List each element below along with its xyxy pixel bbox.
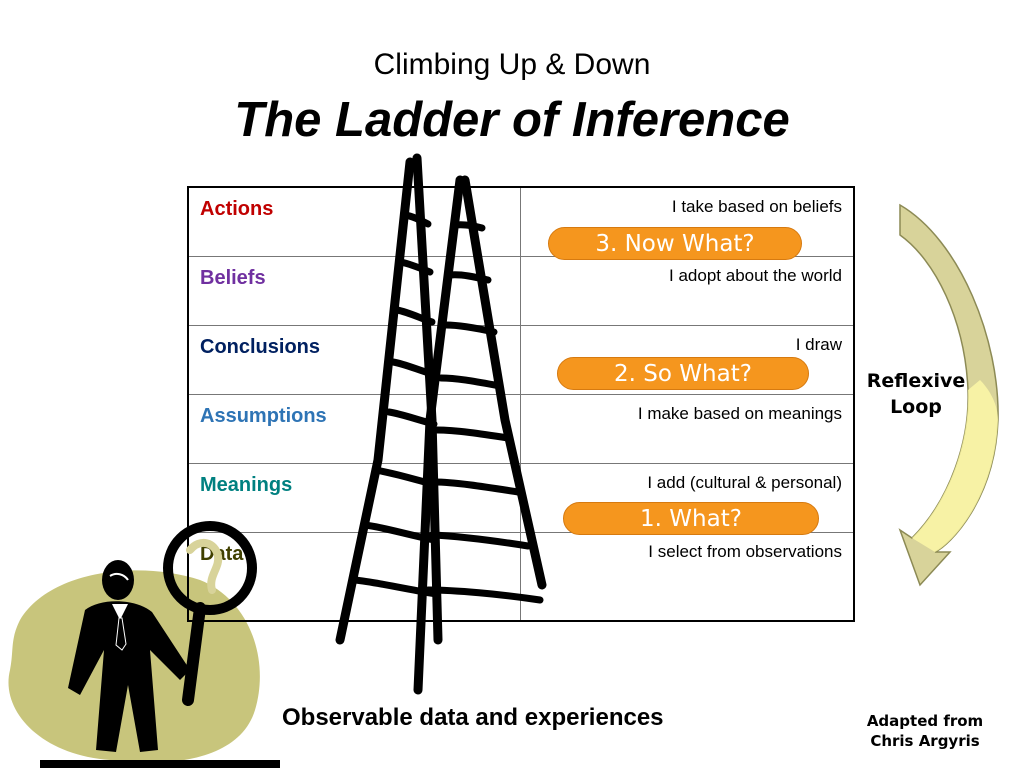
- question-what: 1. What?: [563, 502, 819, 535]
- credit-text: Adapted from Chris Argyris: [858, 711, 992, 751]
- businessman-magnifier-icon: [40, 521, 280, 768]
- rung-description-meanings: I add (cultural & personal): [647, 473, 842, 492]
- rung-description-assumptions: I make based on meanings: [637, 404, 842, 423]
- page-title: The Ladder of Inference: [234, 93, 790, 147]
- footer-caption: Observable data and experiences: [282, 704, 664, 731]
- rung-description-conclusions: I draw: [795, 335, 842, 354]
- reflexive-loop-arrow-icon: [898, 203, 999, 587]
- rung-label-conclusions: Conclusions: [200, 336, 321, 358]
- reflexive-loop-label: Reflexive Loop: [856, 368, 976, 420]
- rung-row-beliefs: Beliefs I adopt about the world: [189, 257, 853, 326]
- rung-label-beliefs: Beliefs: [200, 267, 266, 289]
- reflexive-loop-line-1: Reflexive: [866, 370, 966, 392]
- rung-label-actions: Actions: [200, 198, 274, 220]
- rung-label-meanings: Meanings: [200, 474, 293, 496]
- question-now-what: 3. Now What?: [548, 227, 802, 260]
- question-so-what: 2. So What?: [557, 357, 809, 390]
- rung-description-beliefs: I adopt about the world: [669, 266, 842, 285]
- rung-description-data: I select from observations: [648, 542, 842, 561]
- credit-line-1: Adapted from: [866, 712, 984, 730]
- rung-row-assumptions: Assumptions I make based on meanings: [189, 395, 853, 464]
- ladder-table: Actions I take based on beliefs Beliefs …: [187, 186, 855, 622]
- reflexive-loop-line-2: Loop: [890, 396, 942, 418]
- rung-label-assumptions: Assumptions: [200, 405, 327, 427]
- title-line-1: Climbing Up & Down: [373, 48, 651, 81]
- rung-row-data: Data I select from observations: [189, 533, 853, 619]
- credit-line-2: Chris Argyris: [870, 732, 980, 750]
- rung-description-actions: I take based on beliefs: [671, 197, 842, 216]
